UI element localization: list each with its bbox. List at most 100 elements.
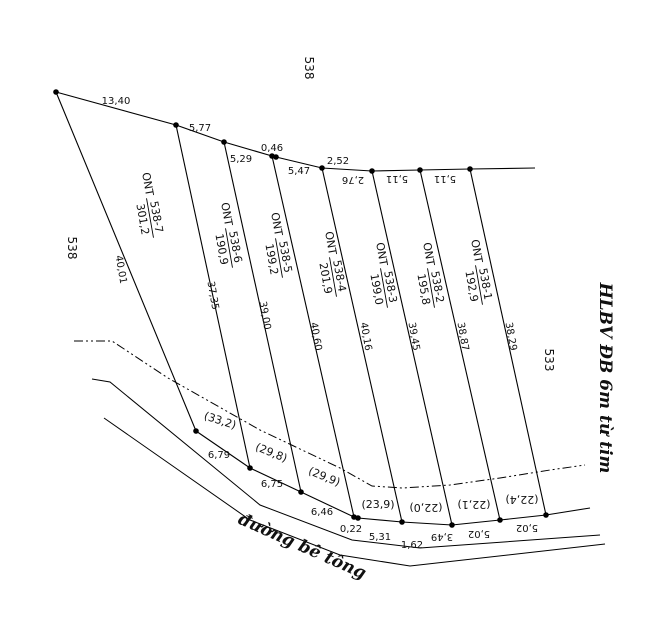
dimension-label: 38,29 [503, 322, 519, 352]
vertex [449, 522, 455, 528]
vertex [53, 89, 59, 95]
corridor-value: (29,9) [307, 465, 343, 489]
plot-code: 538-7 [147, 200, 165, 234]
dimension-label: 13,40 [102, 96, 131, 107]
dimension-label: 6,79 [208, 450, 230, 461]
dimension-label: 1,62 [401, 540, 423, 551]
dimension-label: 5,31 [369, 532, 391, 543]
vertex [298, 489, 304, 495]
plot-code: 538-3 [381, 270, 399, 304]
plot-prefix: ONT [373, 241, 390, 267]
east-boundary [469, 168, 547, 516]
plot-area: 199,0 [367, 273, 385, 306]
dimension-label: 39,00 [257, 301, 273, 331]
plot-area: 195,8 [414, 273, 432, 306]
plot-prefix: ONT [468, 238, 485, 264]
plot-line-6-7 [175, 124, 251, 469]
dimension-label: 0,46 [261, 143, 283, 154]
neighbor-label-right: 533 [542, 349, 556, 372]
vertex [497, 517, 503, 523]
vertex [417, 167, 423, 173]
plot-line-1-2 [419, 169, 501, 521]
plot-code: 538-6 [226, 230, 244, 264]
plot-label-538-7: ONT 538-7 301,2 [133, 171, 166, 238]
fraction-bar [475, 265, 483, 305]
dimension-label: 2,52 [327, 156, 349, 167]
plot-line-5-6 [223, 141, 302, 493]
vertex [247, 465, 253, 471]
plot-area: 190,9 [212, 233, 230, 266]
plot-label-538-4: ONT 538-4 201,9 [316, 230, 349, 297]
west-boundary [55, 91, 197, 432]
dimension-label: 6,46 [311, 507, 333, 518]
fraction-bar [225, 228, 233, 268]
plot-area: 192,9 [462, 270, 480, 303]
plot-prefix: ONT [218, 201, 235, 227]
vertices [53, 89, 549, 528]
corridor-label: HLBV ĐB 6m từ tim [595, 282, 615, 474]
vertex [193, 428, 199, 434]
plot-prefix: ONT [139, 171, 156, 197]
dimension-label: 0,22 [340, 524, 362, 535]
vertex [319, 165, 325, 171]
dimension-label: 39,45 [406, 322, 422, 352]
plot-prefix: ONT [268, 211, 285, 237]
corridor-values: (33,2) (29,8) (29,9) (23,9) (22,0) (22,1… [202, 409, 538, 514]
dimension-label: 6,75 [261, 479, 283, 490]
dimension-label: 3,49 [431, 531, 453, 542]
plot-label-538-5: ONT 538-5 199,2 [262, 211, 295, 278]
vertex [467, 166, 473, 172]
dimension-label: 5,47 [288, 166, 310, 177]
top-boundary [55, 91, 536, 172]
plot-label-538-2: ONT 538-2 195,8 [414, 241, 447, 308]
plot-code: 538-5 [276, 240, 294, 274]
road-edge-upper [91, 378, 601, 549]
plot-area: 199,2 [262, 243, 280, 276]
dimension-label: 40,16 [358, 322, 374, 352]
corridor-value: (29,8) [254, 441, 290, 465]
fraction-bar [275, 238, 283, 278]
plot-area: 301,2 [133, 203, 151, 236]
road-edges [91, 378, 606, 567]
vertex [273, 154, 279, 160]
vertex [173, 122, 179, 128]
fraction-bar [380, 268, 388, 308]
plot-code: 538-2 [428, 270, 446, 304]
dimension-label: 40,01 [113, 255, 129, 285]
plot-area: 201,9 [316, 262, 334, 295]
fraction-bar [146, 198, 154, 238]
plot-code: 538-4 [330, 259, 348, 293]
plot-line-3-4 [321, 167, 403, 523]
plot-label-538-6: ONT 538-6 190,9 [212, 201, 245, 268]
dimension-label: 2,76 [342, 174, 364, 185]
vertex [369, 168, 375, 174]
corridor-value: (22,4) [505, 493, 538, 506]
plot-labels: ONT 538-7 301,2 ONT 538-6 190,9 ONT 538-… [133, 171, 495, 308]
fraction-bar [427, 268, 435, 308]
plot-line-4-5 [271, 155, 355, 518]
front-boundary [195, 430, 591, 526]
bottom-edge-dimensions: 6,79 6,75 6,46 0,22 5,31 1,62 3,49 5,02 … [208, 450, 538, 551]
plot-prefix: ONT [420, 241, 437, 267]
neighbor-label-top: 538 [302, 57, 316, 80]
plot-code: 538-1 [476, 267, 494, 301]
corridor-value: (33,2) [202, 409, 237, 432]
top-edge-dimensions: 13,40 5,77 0,46 5,29 5,47 2,52 2,76 5,11… [102, 96, 456, 185]
side-dimensions: 40,01 37,35 39,00 40,60 40,16 39,45 38,8… [113, 255, 519, 352]
parcel-boundaries [55, 91, 591, 526]
dimension-label: 5,11 [434, 173, 456, 184]
plot-prefix: ONT [322, 230, 339, 256]
dimension-label: 5,77 [189, 123, 211, 134]
plot-line-2-3 [371, 170, 453, 526]
corridor-value: (23,9) [361, 498, 394, 511]
fraction-bar [329, 257, 337, 297]
corridor-value: (22,1) [457, 498, 490, 511]
dimension-label: 40,60 [308, 322, 324, 352]
dimension-label: 5,29 [230, 154, 252, 165]
plot-label-538-3: ONT 538-3 199,0 [367, 241, 400, 308]
road-label: đường bê tông [235, 509, 369, 583]
vertex [355, 515, 361, 521]
dimension-label: 38,87 [455, 322, 471, 352]
plot-label-538-1: ONT 538-1 192,9 [462, 238, 495, 305]
